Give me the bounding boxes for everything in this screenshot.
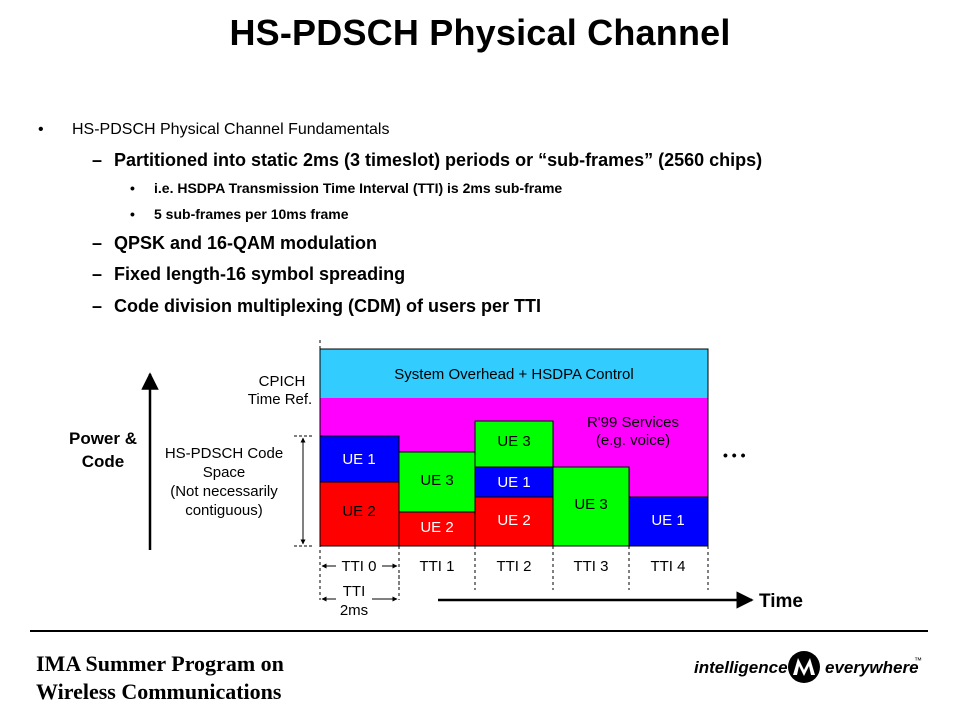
code-space-line2: Space	[203, 464, 246, 481]
tti-label-2: TTI 2	[496, 558, 531, 575]
tti-label-4: TTI 4	[650, 558, 685, 575]
bullet-glyph: •	[38, 121, 44, 138]
r99-label-line2: (e.g. voice)	[596, 432, 670, 449]
ue-label: UE 1	[342, 451, 375, 468]
slide-title: HS-PDSCH Physical Channel	[229, 12, 731, 53]
brand-text-right: everywhere	[825, 658, 919, 677]
cpich-label-line2: Time Ref.	[248, 391, 312, 408]
power-label-line1: Power &	[69, 429, 137, 448]
brand-logo: intelligence everywhere ™	[694, 651, 922, 683]
power-label-line2: Code	[82, 452, 125, 471]
dash-glyph: –	[92, 264, 103, 284]
bullet-glyph: •	[130, 206, 135, 222]
diagram-frame	[319, 348, 709, 547]
overhead-label: System Overhead + HSDPA Control	[394, 366, 633, 383]
footer-line2: Wireless Communications	[36, 679, 282, 704]
footer-divider	[30, 630, 928, 632]
ue1-block-tti2	[474, 466, 554, 498]
bullet-glyph: •	[130, 180, 135, 196]
code-space-line1: HS-PDSCH Code	[165, 445, 283, 462]
time-label: Time	[759, 591, 803, 612]
ue3-block-tti1	[398, 451, 476, 513]
ue3-block-tti2	[474, 420, 554, 468]
dash-glyph: –	[92, 233, 103, 253]
footer-program: IMA Summer Program on Wireless Communica…	[36, 650, 396, 706]
ue3-block-tti3	[552, 466, 630, 547]
overhead-region	[320, 349, 708, 398]
dash-glyph: –	[92, 150, 103, 170]
continuation-ellipsis: • • •	[723, 447, 746, 463]
ue-label: UE 3	[497, 433, 530, 450]
tti-label-1: TTI 1	[419, 558, 454, 575]
tti-label-3: TTI 3	[573, 558, 608, 575]
cpich-label-line1: CPICH	[259, 373, 306, 390]
ue2-block-tti1	[398, 511, 476, 547]
tti-label-0: TTI 0	[341, 558, 376, 575]
ue-label: UE 2	[497, 512, 530, 529]
brand-trademark: ™	[914, 656, 922, 665]
ue-label: UE 2	[420, 519, 453, 536]
ue-label: UE 3	[574, 496, 607, 513]
tti-duration-line2: 2ms	[340, 602, 368, 619]
ue-label: UE 2	[342, 503, 375, 520]
ue-label: UE 1	[497, 474, 530, 491]
tti-duration-line1: TTI	[343, 583, 366, 600]
ue-label: UE 3	[420, 472, 453, 489]
bullet-text: QPSK and 16-QAM modulation	[114, 233, 378, 253]
ue-label: UE 1	[651, 512, 684, 529]
footer-line1: IMA Summer Program on	[36, 651, 284, 676]
brand-text-left: intelligence	[694, 658, 788, 677]
ue2-block-tti2	[474, 496, 554, 547]
bullet-text: Partitioned into static 2ms (3 timeslot)…	[114, 150, 763, 170]
code-space-line3: (Not necessarily	[170, 483, 278, 500]
bullet-list: • HS-PDSCH Physical Channel Fundamentals…	[0, 0, 960, 330]
bullet-text: 5 sub-frames per 10ms frame	[154, 206, 349, 222]
bullet-text: i.e. HSDPA Transmission Time Interval (T…	[154, 180, 563, 196]
r99-label-line1: R'99 Services	[587, 414, 679, 431]
bullet-text: HS-PDSCH Physical Channel Fundamentals	[72, 121, 390, 138]
bullet-text: Code division multiplexing (CDM) of user…	[114, 296, 542, 316]
bullet-text: Fixed length-16 symbol spreading	[114, 264, 406, 284]
motorola-logo-icon	[788, 651, 820, 683]
code-space-line4: contiguous)	[185, 502, 263, 519]
dash-glyph: –	[92, 296, 103, 316]
ue1-block-tti4	[628, 496, 709, 547]
tti-boundaries	[319, 340, 709, 600]
